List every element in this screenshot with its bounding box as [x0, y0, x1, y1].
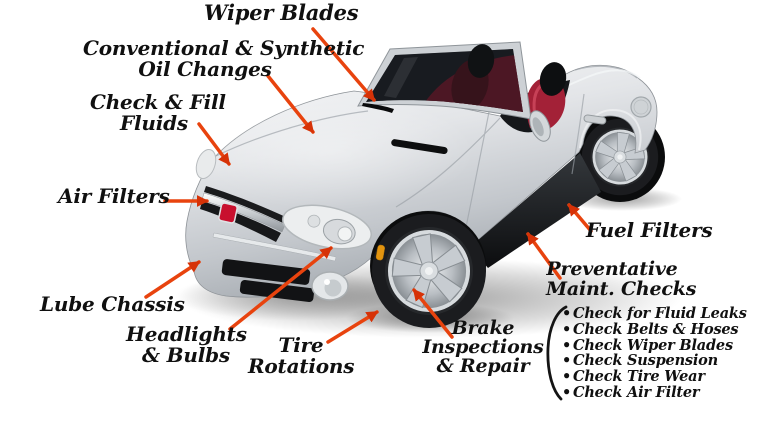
rear-arch-lip [579, 108, 642, 151]
checklist-item: •Check Air Filter [562, 385, 747, 401]
passenger-headrest [539, 62, 567, 96]
label-line: Maint. Checks [546, 277, 697, 300]
label-lube-chassis: Lube Chassis [40, 292, 185, 316]
bullet-icon: • [562, 383, 572, 401]
label-line: Air Filters [58, 184, 170, 208]
label-check-fluids: Check & Fill Fluids [90, 90, 226, 135]
arrow-lube-chassis [144, 260, 201, 299]
side-mirror [529, 110, 551, 142]
checklist-item: •Check Wiper Blades [562, 336, 747, 354]
bullet-icon: • [562, 352, 572, 370]
label-line: Tire [278, 333, 324, 357]
arrow-check-fluids [197, 122, 231, 166]
grille-upper-slot [204, 186, 288, 224]
bullet-icon: • [562, 336, 572, 354]
arrow-brake [412, 288, 454, 339]
label-line: Brake [451, 317, 515, 339]
label-tire-rotations: Tire Rotations [248, 333, 355, 378]
label-line: Inspections [422, 336, 544, 358]
label-line: Preventative [546, 258, 678, 280]
door-and-rear-details [583, 96, 652, 125]
brand-badge [218, 202, 238, 224]
label-line: Rotations [248, 354, 355, 378]
checklist-item-text: Check Belts & Hoses [573, 320, 739, 338]
front-wheel [359, 201, 499, 341]
arrow-tire-rotations [326, 310, 379, 344]
checklist-item-text: Check Tire Wear [573, 368, 705, 386]
label-line: Lube Chassis [40, 292, 185, 316]
bullet-icon: • [562, 368, 572, 386]
checklist-item-text: Check Air Filter [573, 383, 700, 401]
label-oil-changes: Conventional & Synthetic Oil Changes [83, 36, 365, 81]
label-line: Check & Fill [90, 90, 226, 114]
arrow-headlights [228, 246, 333, 331]
far-headlight [195, 148, 217, 180]
label-line: & Repair [436, 355, 530, 377]
label-line: & Bulbs [142, 343, 230, 367]
headlight [282, 204, 372, 250]
hood-highlight [185, 94, 475, 210]
label-line: Fluids [120, 111, 188, 135]
bullet-icon: • [562, 305, 572, 322]
label-wiper-blades: Wiper Blades [204, 0, 359, 25]
label-line: Wiper Blades [204, 0, 359, 25]
label-brake-inspections: Brake Inspections & Repair [421, 319, 545, 376]
checklist-item: •Check Suspension [562, 353, 747, 369]
maintenance-checklist: •Check for Fluid Leaks •Check Belts & Ho… [562, 306, 747, 401]
label-preventative-checks: Preventative Maint. Checks [546, 258, 697, 300]
checklist-item: •Check for Fluid Leaks [562, 306, 747, 322]
label-line: Conventional & Synthetic [83, 36, 365, 60]
hood-vent [391, 139, 448, 154]
checklist-item-text: Check Suspension [573, 352, 719, 370]
arrow-fuel-filters [567, 203, 593, 233]
label-line: Oil Changes [138, 57, 272, 81]
arrow-wiper-blades [311, 27, 376, 102]
door-handle [583, 114, 607, 125]
front-fascia [195, 148, 385, 302]
driver-headrest [467, 44, 495, 78]
arrow-oil-changes [266, 74, 315, 134]
checklist-item: •Check Tire Wear [562, 369, 747, 385]
checklist-item: •Check Belts & Hoses [562, 320, 747, 338]
bullet-icon: • [562, 320, 572, 338]
wiper-blade [362, 103, 394, 113]
callout-arrows [144, 27, 593, 344]
label-air-filters: Air Filters [58, 184, 170, 208]
lower-intake-upper [221, 259, 311, 285]
checklist-item-text: Check Wiper Blades [573, 336, 733, 354]
checklist-item-text: Check for Fluid Leaks [573, 305, 747, 322]
bumper-chrome-strip [212, 232, 337, 262]
checklist-brace [546, 305, 568, 401]
fog-light [311, 271, 349, 301]
label-fuel-filters: Fuel Filters [586, 218, 713, 242]
side-marker-light [375, 244, 385, 261]
fuel-door-inner [633, 99, 649, 115]
rocker-shadow [470, 153, 601, 268]
label-line: Fuel Filters [586, 218, 713, 242]
label-headlights-bulbs: Headlights & Bulbs [126, 322, 247, 367]
label-line: Headlights [126, 322, 247, 346]
arrow-preventative [526, 232, 562, 280]
